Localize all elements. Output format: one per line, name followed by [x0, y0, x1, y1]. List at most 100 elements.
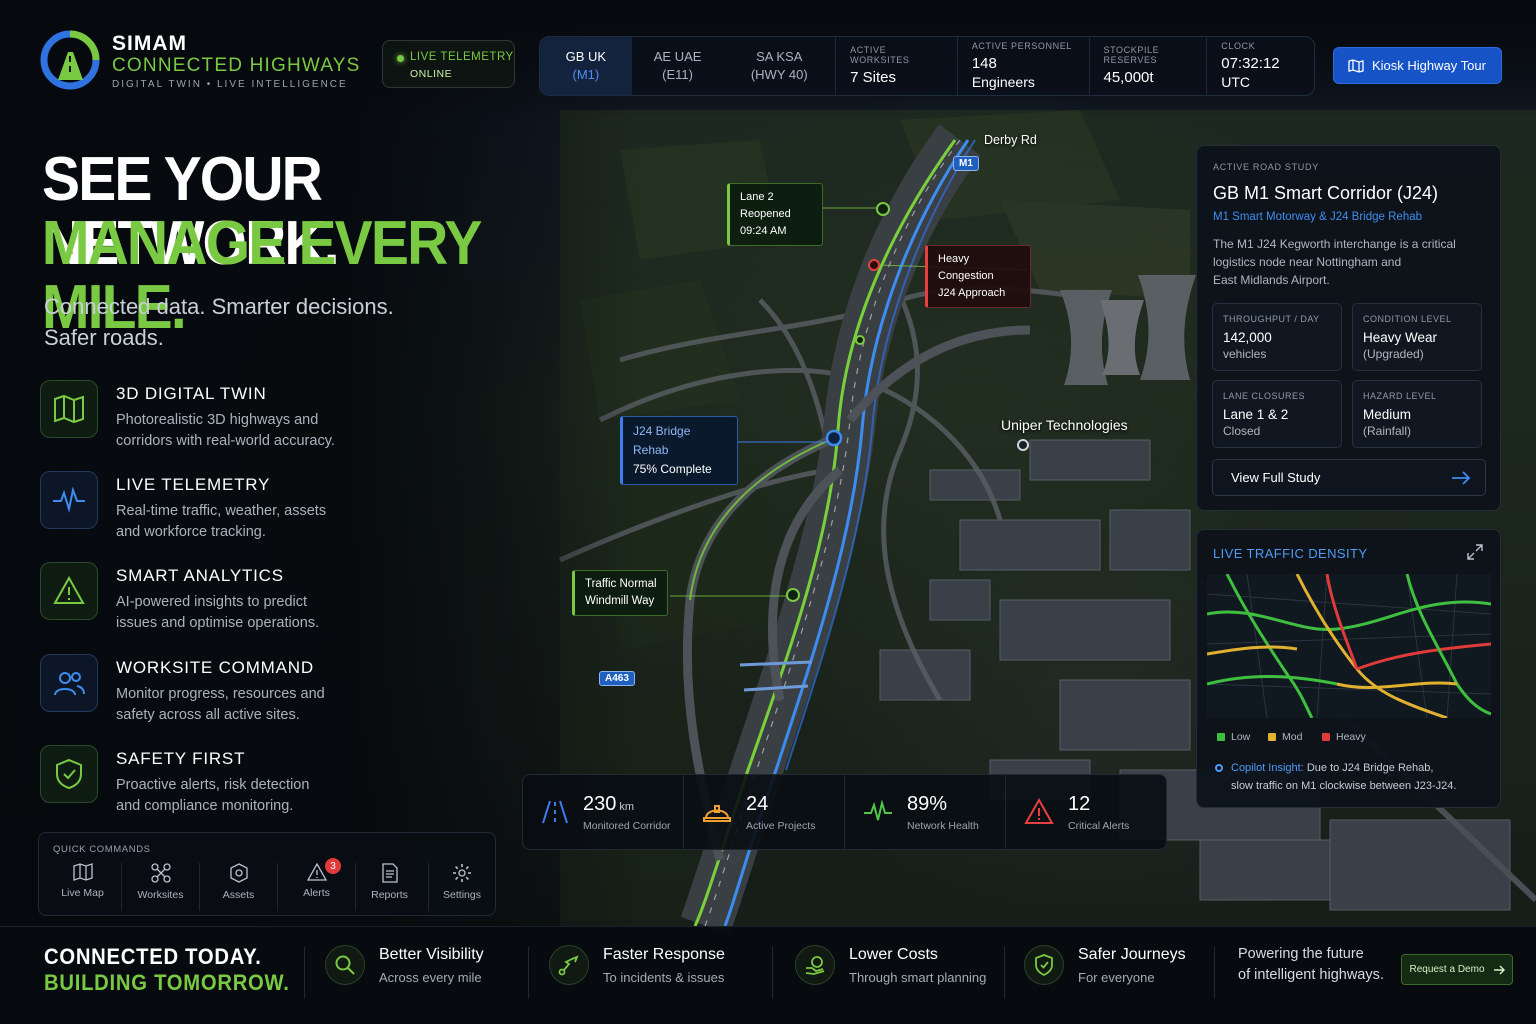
- pulse-icon: [864, 800, 892, 821]
- region-tab-ae[interactable]: AE UAE(E11): [632, 37, 724, 95]
- road-icon: [542, 800, 568, 824]
- hero-lead-1: Connected data. Smarter decisions.: [44, 294, 394, 319]
- stat-label: CLOCK: [1221, 41, 1256, 51]
- feature-desc-line: and workforce tracking.: [116, 524, 266, 540]
- view-full-study-button[interactable]: View Full Study: [1212, 459, 1486, 496]
- search-icon: [335, 955, 355, 975]
- coins-icon: [805, 956, 825, 975]
- feature-icon-box: [40, 745, 98, 803]
- cell-value: 142,000: [1223, 330, 1272, 345]
- logo-icon: [40, 30, 100, 90]
- label-line: Windmill Way: [585, 595, 655, 607]
- feature-title: WORKSITE COMMAND: [116, 658, 314, 677]
- stat-worksites: ACTIVE WORKSITES 7 Sites: [835, 37, 957, 95]
- stat-value: 45,000t: [1103, 69, 1154, 86]
- region-tab-sa[interactable]: SA KSA(HWY 40): [723, 37, 835, 95]
- place-derby-rd: Derby Rd: [984, 133, 1037, 147]
- feature-desc-line: corridors with real-world accuracy.: [116, 433, 335, 449]
- feature-icon-box: [40, 471, 98, 529]
- hero-headline-1: SEE YOUR NETWORK.: [42, 145, 340, 278]
- benefit-icon-box: [1024, 945, 1064, 985]
- drone-icon: [150, 863, 171, 883]
- legend-label: Mod: [1282, 731, 1303, 743]
- study-eyebrow: ACTIVE ROAD STUDY: [1213, 162, 1319, 172]
- alert-icon: [306, 863, 327, 881]
- cell-key: LANE CLOSURES: [1223, 391, 1306, 401]
- stat-unit: km: [619, 800, 635, 813]
- warning-icon: [1024, 798, 1054, 824]
- quick-command-label: Alerts: [303, 887, 330, 899]
- label-line: 09:24 AM: [740, 225, 787, 237]
- telemetry-status-pill[interactable]: LIVE TELEMETRY ONLINE: [382, 40, 515, 88]
- stat-label: Active Projects: [746, 819, 816, 832]
- quick-command-assets[interactable]: Assets: [200, 863, 278, 911]
- kiosk-tour-button[interactable]: Kiosk Highway Tour: [1333, 47, 1502, 84]
- tagline-line: Powering the future: [1238, 946, 1364, 962]
- cell-sub: (Upgraded): [1363, 347, 1424, 361]
- request-demo-label: Request a Demo: [1409, 964, 1485, 975]
- stat-label: ACTIVE WORKSITES: [850, 45, 910, 65]
- label-line: 75% Complete: [633, 462, 712, 476]
- brand-logo[interactable]: [40, 30, 100, 90]
- cell-sub: Closed: [1223, 424, 1261, 438]
- region-code: SA KSA: [756, 49, 803, 64]
- feature-title: LIVE TELEMETRY: [116, 475, 271, 494]
- brand-tagline: DIGITAL TWIN • LIVE INTELLIGENCE: [112, 79, 348, 90]
- feature-icon-box: [40, 380, 98, 438]
- label-line: Traffic Normal: [585, 578, 657, 590]
- clock-zone: UTC: [1221, 74, 1251, 90]
- brand-subtitle: CONNECTED HIGHWAYS: [112, 55, 361, 76]
- alerts-count-badge: 3: [325, 858, 341, 874]
- feature-title: SAFETY FIRST: [116, 749, 246, 768]
- request-demo-button[interactable]: Request a Demo: [1401, 954, 1513, 985]
- quick-command-alerts[interactable]: Alerts 3: [278, 858, 356, 911]
- stat-label: Critical Alerts: [1068, 819, 1130, 832]
- feature-safety-first: SAFETY FIRST Proactive alerts, risk detec…: [40, 745, 380, 817]
- cell-sub: vehicles: [1223, 347, 1267, 361]
- brand-name: SIMAM: [112, 32, 187, 55]
- divider: [1214, 947, 1215, 999]
- region-code: GB UK: [565, 49, 607, 64]
- feature-live-telemetry: LIVE TELEMETRY Real-time traffic, weather…: [40, 471, 380, 543]
- quick-command-worksites[interactable]: Worksites: [122, 863, 200, 911]
- feature-digital-twin: 3D DIGITAL TWIN Photorealistic 3D highway…: [40, 380, 380, 452]
- quick-command-live-map[interactable]: Live Map: [44, 863, 122, 911]
- traffic-density-map[interactable]: [1207, 574, 1491, 718]
- feature-title: 3D DIGITAL TWIN: [116, 384, 267, 403]
- hero-headline-2: MANAGE EVERY MILE.: [42, 209, 481, 342]
- benefit-icon-box: [549, 945, 589, 985]
- quick-command-reports[interactable]: Reports: [351, 863, 429, 911]
- stat-network-health: 89%Network Health: [845, 775, 1006, 849]
- m1-road-sign: M1: [953, 156, 979, 171]
- shield-icon: [1035, 954, 1053, 976]
- stat-value: 230: [583, 792, 617, 815]
- road-study-panel: ACTIVE ROAD STUDY GB M1 Smart Corridor (…: [1196, 145, 1501, 511]
- clock-value: 07:32:12: [1221, 55, 1280, 72]
- insight-text: slow traffic on M1 clockwise between J23…: [1231, 780, 1457, 792]
- header-nav: GB UK(M1) AE UAE(E11) SA KSA(HWY 40) ACT…: [539, 36, 1315, 96]
- quick-command-settings[interactable]: Settings: [423, 863, 501, 911]
- region-tab-gb[interactable]: GB UK(M1): [540, 37, 632, 95]
- stat-value: 7 Sites: [850, 69, 896, 86]
- feature-desc-line: Proactive alerts, risk detection: [116, 777, 310, 793]
- expand-icon[interactable]: [1467, 544, 1483, 560]
- feature-desc-line: Photorealistic 3D highways and: [116, 412, 319, 428]
- study-desc-line: logistics node near Nottingham and: [1213, 255, 1402, 269]
- map-icon: [72, 863, 93, 881]
- footer-slogan-1: CONNECTED TODAY.: [44, 944, 262, 969]
